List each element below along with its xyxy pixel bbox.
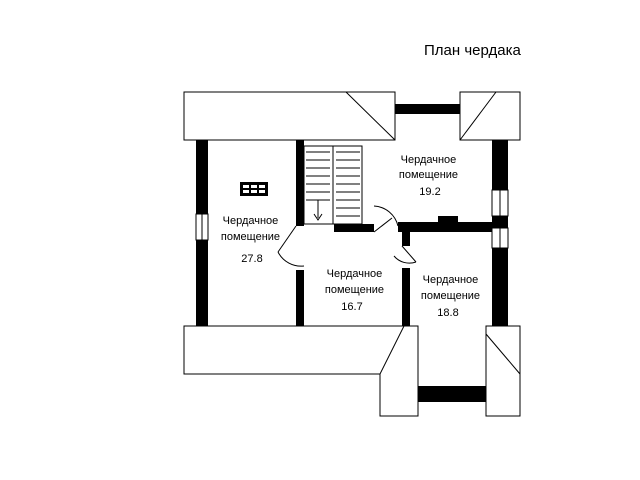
room-label-left: Чердачное помещение 27.8 — [221, 215, 283, 265]
room-label-top-right: Чердачное помещение 19.2 — [399, 154, 461, 198]
roof-overhang-bottom-right — [485, 325, 521, 417]
window-right — [491, 189, 509, 217]
door-center-room — [373, 205, 399, 233]
room-label-bottom-right: Чердачное помещение 18.8 — [421, 274, 483, 319]
roof-overhang-top-right — [459, 91, 521, 141]
staircase — [303, 145, 363, 225]
roof-overhang-bottom — [183, 325, 419, 417]
window-right-lower — [491, 227, 509, 249]
room-label-center: Чердачное помещение 16.7 — [325, 268, 387, 313]
interior-walls — [296, 140, 492, 326]
roof-overhang-top — [183, 91, 396, 141]
door-right-room — [393, 245, 417, 264]
door-left-room — [277, 225, 305, 267]
plan-title: План чердака — [424, 42, 521, 59]
vent-grille-icon — [240, 182, 268, 196]
window-left — [195, 213, 209, 241]
